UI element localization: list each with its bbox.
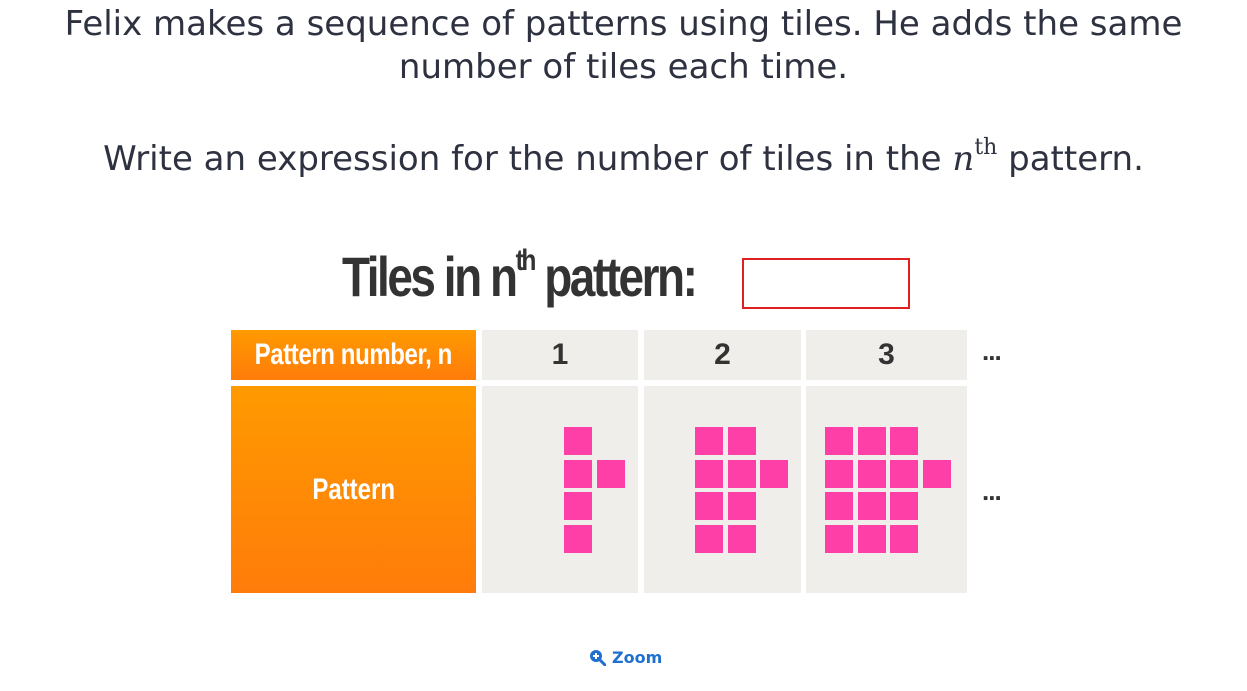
prompt-superscript: th <box>974 135 998 160</box>
tile <box>890 427 918 455</box>
tile <box>564 492 592 520</box>
pattern-number-header: Pattern number, n <box>231 330 476 380</box>
question-line-1: Felix makes a sequence of patterns using… <box>64 4 1183 44</box>
prompt-text: Write an expression for the number of ti… <box>103 139 953 179</box>
tile <box>825 427 853 455</box>
tile <box>564 459 592 488</box>
figure-title: Tiles in nth pattern: <box>342 244 698 309</box>
pattern-header: Pattern <box>231 386 476 593</box>
tile <box>564 524 592 553</box>
tile <box>857 492 886 520</box>
tile <box>727 427 756 455</box>
answer-input-box[interactable] <box>742 258 910 309</box>
pattern-number-cell-1: 1 <box>482 330 638 380</box>
tile <box>825 459 853 488</box>
pattern-number-header-label: Pattern number, n <box>254 338 453 371</box>
tile <box>890 492 918 520</box>
ellipsis-row-2: ... <box>982 476 1002 506</box>
figure-title-end: pattern: <box>533 245 698 308</box>
zoom-label: Zoom <box>612 648 663 667</box>
pattern-cell-2 <box>644 386 801 593</box>
ellipsis-row-1: ... <box>982 336 1002 366</box>
tile <box>727 459 756 488</box>
tile <box>857 459 886 488</box>
tile <box>890 459 918 488</box>
question-text: Felix makes a sequence of patterns using… <box>0 3 1247 89</box>
pattern-cell-3 <box>806 386 967 593</box>
prompt-text-end: pattern. <box>997 139 1144 179</box>
pattern-header-label: Pattern <box>312 472 395 506</box>
tile <box>857 524 886 553</box>
figure-title-main: Tiles in n <box>342 245 518 308</box>
question-line-2: number of tiles each time. <box>398 47 849 87</box>
pattern-cell-1 <box>482 386 638 593</box>
tile <box>695 459 723 488</box>
zoom-button[interactable]: Zoom <box>589 648 662 667</box>
tile <box>922 459 951 488</box>
tile <box>825 524 853 553</box>
question-prompt: Write an expression for the number of ti… <box>0 135 1247 185</box>
tile <box>727 524 756 553</box>
tile <box>695 492 723 520</box>
tile <box>695 524 723 553</box>
pattern-number-cell-2: 2 <box>644 330 801 380</box>
tile <box>825 492 853 520</box>
prompt-variable: n <box>952 139 975 179</box>
zoom-in-icon <box>590 650 606 666</box>
tile <box>857 427 886 455</box>
tile <box>596 459 625 488</box>
tile <box>695 427 723 455</box>
pattern-number-cell-3: 3 <box>806 330 967 380</box>
tile <box>760 459 788 488</box>
tile <box>564 427 592 455</box>
tile <box>890 524 918 553</box>
figure-title-sup: th <box>515 244 537 278</box>
tile <box>727 492 756 520</box>
